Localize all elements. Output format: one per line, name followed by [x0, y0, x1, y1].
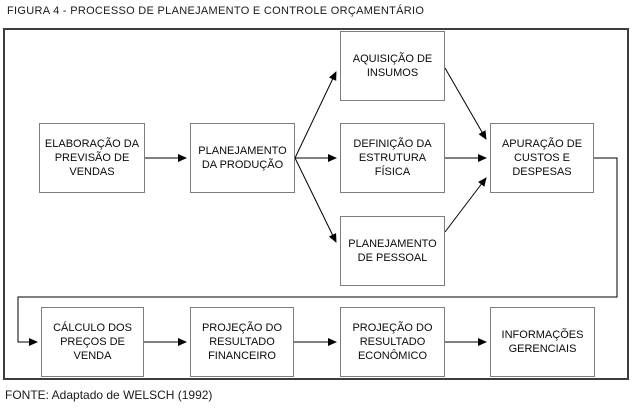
node-planejamento-pessoal: PLANEJAMENTO DE PESSOAL [340, 216, 445, 286]
node-planejamento-producao: PLANEJAMENTO DA PRODUÇÃO [190, 123, 295, 193]
figure-title: FIGURA 4 - PROCESSO DE PLANEJAMENTO E CO… [7, 5, 425, 17]
node-calculo-precos-venda: CÁLCULO DOS PREÇOS DE VENDA [41, 307, 144, 377]
node-definicao-estrutura-fisica: DEFINIÇÃO DA ESTRUTURA FÍSICA [340, 123, 445, 193]
node-projecao-resultado-economico: PROJEÇÃO DO RESULTADO ECONÔMICO [340, 307, 445, 377]
source-note: FONTE: Adaptado de WELSCH (1992) [5, 388, 213, 402]
node-projecao-resultado-financeiro: PROJEÇÃO DO RESULTADO FINANCEIRO [190, 307, 294, 377]
node-apuracao-custos-despesas: APURAÇÃO DE CUSTOS E DESPESAS [490, 123, 594, 193]
node-elaboracao-previsao-vendas: ELABORAÇÃO DA PREVISÃO DE VENDAS [39, 123, 145, 193]
node-informacoes-gerenciais: INFORMAÇÕES GERENCIAIS [490, 307, 595, 377]
node-aquisicao-insumos: AQUISIÇÃO DE INSUMOS [340, 31, 445, 101]
